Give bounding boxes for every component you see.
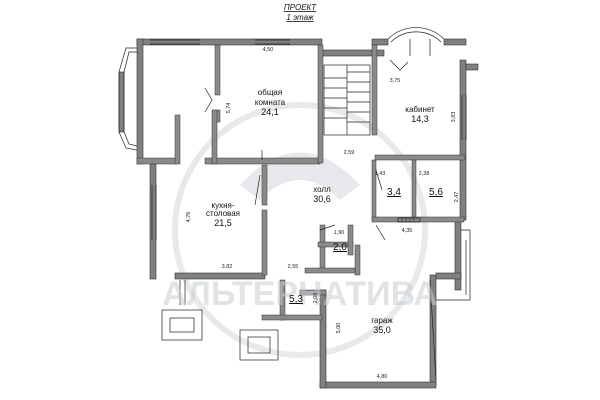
room-kitchen-area: 21,5 [214,218,232,228]
dim-4-50: 4,50 [263,47,274,53]
dim-3-75: 3,75 [390,78,401,84]
room-hall-name: холл [313,185,331,194]
dimension-labels: 4,50 5,74 3,75 3,83 2,59 1,43 2,38 2,47 … [186,47,460,380]
title-line-1: ПРОЕКТ [284,3,317,12]
watermark-logo [172,102,428,358]
dim-3-83: 3,83 [451,112,457,123]
small-area-b: 5,6 [429,187,443,198]
dim-2-00: 2,00 [313,293,319,304]
dim-3-82: 3,82 [222,264,233,270]
dim-4-35: 4,35 [402,228,413,234]
title-line-2: 1 этаж [286,13,314,22]
dim-4-76: 4,76 [186,212,192,223]
exterior-walls [118,38,479,389]
room-kitchen-name-1: кухня- [211,201,234,210]
room-study-area: 14,3 [411,114,429,124]
dim-2-47: 2,47 [454,192,460,203]
dim-5-74: 5,74 [226,103,232,114]
small-area-d: 5,3 [289,294,303,305]
room-living-area: 24,1 [261,107,279,117]
interior-walls [136,44,466,321]
windows-and-lines [118,27,471,381]
room-kitchen-name-2: столовая [206,209,240,218]
room-garage-area: 35,0 [373,325,391,335]
room-garage-name: гараж [371,316,393,325]
room-living-name-1: общая [258,88,282,97]
room-hall-area: 30,6 [313,194,331,204]
dim-2-59: 2,59 [344,150,355,156]
dim-1-90: 1,90 [334,230,345,236]
small-area-a: 3,4 [387,187,401,198]
watermark-text: АЛЬТЕРНАТИВА [162,275,438,313]
room-study-name: кабинет [405,105,435,114]
utility-strip [397,217,421,223]
small-area-c: 2,0 [333,242,347,253]
dim-5-00: 5,00 [336,323,342,334]
dim-1-43: 1,43 [375,171,386,177]
room-living-name-2: комната [255,98,286,107]
dim-2-55: 2,55 [288,264,299,270]
dim-4-80: 4,80 [377,374,388,380]
dim-2-38: 2,38 [419,171,430,177]
